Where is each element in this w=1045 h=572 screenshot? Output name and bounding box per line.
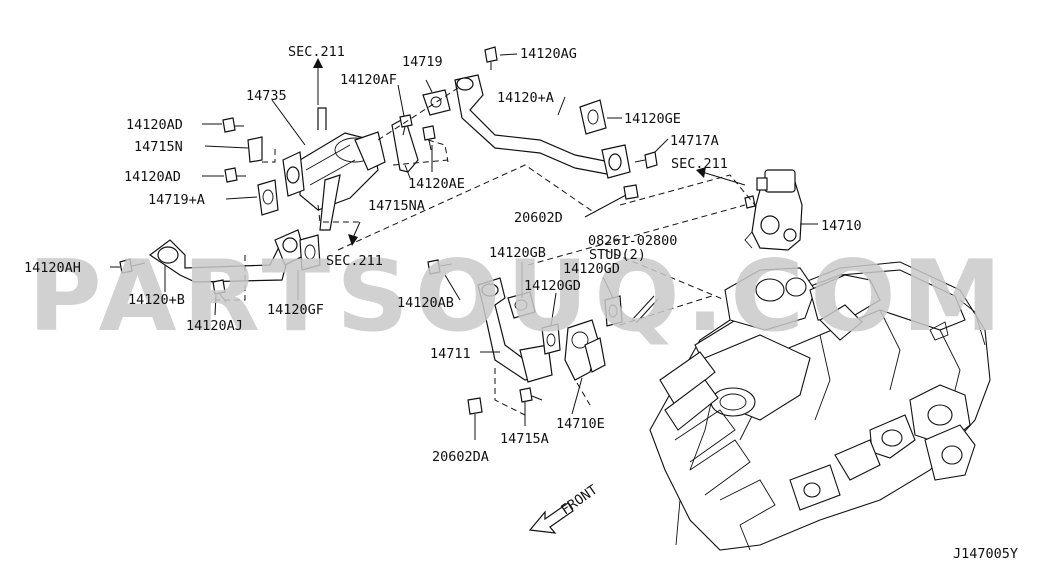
label-14120gf: 14120GF (267, 302, 324, 318)
arrows (313, 58, 746, 246)
egr-pipe-14711 (477, 277, 553, 383)
part-labels: SEC.211 14120AG 14719 14120AF 14735 1412… (24, 44, 862, 465)
egr-valve (744, 169, 803, 251)
label-14120aj: 14120AJ (186, 318, 243, 334)
diagram-ref-code: J147005Y (953, 546, 1018, 562)
fasteners (119, 46, 756, 415)
label-14120ab: 14120AB (397, 295, 454, 311)
label-08261-02800: 08261-02800 (588, 233, 677, 249)
label-14120ag: 14120AG (520, 46, 577, 62)
watermark: PARTSOUQ.COM (28, 240, 1008, 354)
label-20602da: 20602DA (432, 449, 489, 465)
label-14719a: 14719+A (148, 192, 205, 208)
label-14715na: 14715NA (368, 198, 425, 214)
label-14710: 14710 (821, 218, 862, 234)
label-sec211-mid: SEC.211 (326, 253, 383, 269)
label-14120gd-b: 14120GD (524, 278, 581, 294)
label-14715n: 14715N (134, 139, 183, 155)
egr-pipe-b (148, 229, 306, 283)
egr-cooler (282, 107, 386, 231)
label-20602d: 20602D (514, 210, 563, 226)
leader-lines (110, 53, 818, 440)
label-stud2: STUD(2) (589, 247, 646, 263)
label-14120gd-a: 14120GD (563, 261, 620, 277)
label-14120b: 14120+B (128, 292, 185, 308)
label-14120ge: 14120GE (624, 111, 681, 127)
label-14120gb: 14120GB (489, 245, 546, 261)
egr-pipe-a (454, 74, 631, 179)
label-14735: 14735 (246, 88, 287, 104)
front-arrow: FRONT (528, 482, 601, 534)
label-14710e: 14710E (556, 416, 605, 432)
label-sec211-right: SEC.211 (671, 156, 728, 172)
label-14717a: 14717A (670, 133, 719, 149)
label-14120ad-b: 14120AD (124, 169, 181, 185)
gaskets (247, 89, 623, 381)
engine-block (649, 261, 991, 551)
label-14120ah: 14120AH (24, 260, 81, 276)
label-14120a: 14120+A (497, 90, 554, 106)
label-sec211-top: SEC.211 (288, 44, 345, 60)
label-14120ad-a: 14120AD (126, 117, 183, 133)
label-14120af: 14120AF (340, 72, 397, 88)
front-label: FRONT (558, 482, 600, 518)
label-14715a: 14715A (500, 431, 549, 447)
phantom-lines (215, 87, 756, 416)
label-14120ae: 14120AE (408, 176, 465, 192)
label-14719: 14719 (402, 54, 443, 70)
label-14711: 14711 (430, 346, 471, 362)
